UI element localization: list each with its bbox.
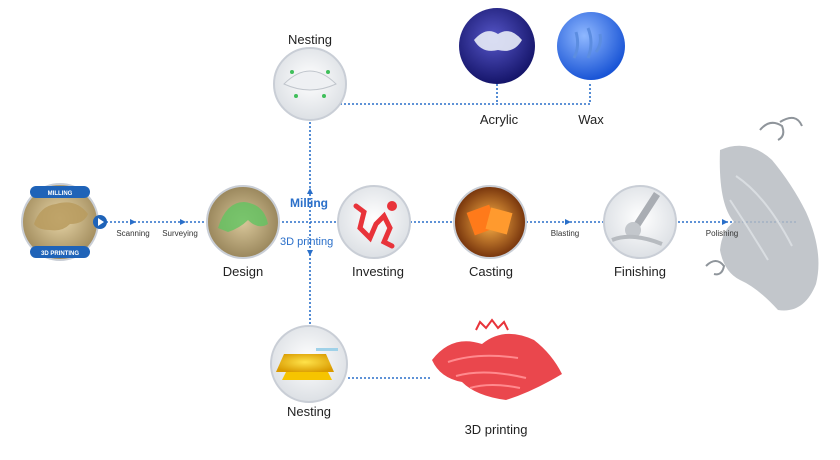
finishing-label: Finishing <box>613 264 667 279</box>
finishing-node <box>603 185 677 259</box>
casting-node <box>453 185 527 259</box>
wax-label: Wax <box>578 112 604 127</box>
wax-node <box>557 12 625 80</box>
printing-badge-text: 3D PRINTING <box>41 251 79 257</box>
milling-badge-text: MILLING <box>48 191 73 197</box>
investing-label: Investing <box>351 264 405 279</box>
arrow-polishing <box>722 219 728 225</box>
arrow-heads <box>130 188 728 256</box>
scanning-label: Scanning <box>116 229 150 238</box>
nesting-bottom-label: Nesting <box>286 404 332 419</box>
blasting-label: Blasting <box>550 229 580 238</box>
printing-branch-label: 3D printing <box>280 236 334 248</box>
polishing-label: Polishing <box>705 229 739 238</box>
scan-source-node <box>21 183 107 261</box>
printing-badge <box>30 246 90 258</box>
milling-branch-label: Milling <box>290 196 328 210</box>
surveying-label: Surveying <box>162 229 198 238</box>
arrow-scanning <box>130 219 136 225</box>
investing-node <box>337 185 411 259</box>
printing-3d-label: 3D printing <box>464 422 528 437</box>
acrylic-label: Acrylic <box>479 112 519 127</box>
nesting-top-label: Nesting <box>287 32 333 47</box>
casting-label: Casting <box>468 264 514 279</box>
design-node <box>206 185 280 259</box>
milling-material-line <box>340 84 591 105</box>
nesting-bottom-node <box>270 325 348 403</box>
connector-lines <box>98 84 796 379</box>
arrow-surveying <box>180 219 186 225</box>
acrylic-node <box>459 8 535 84</box>
arrow-blasting <box>565 219 571 225</box>
nesting-top-node <box>273 47 347 121</box>
arrow-milling-up <box>307 188 313 194</box>
milling-badge <box>30 186 90 198</box>
metal-framework-image <box>705 116 819 311</box>
design-label: Design <box>222 264 264 279</box>
scan-model-shape <box>34 202 88 231</box>
printed-framework-image <box>432 318 562 400</box>
arrow-printing-down <box>307 250 313 256</box>
